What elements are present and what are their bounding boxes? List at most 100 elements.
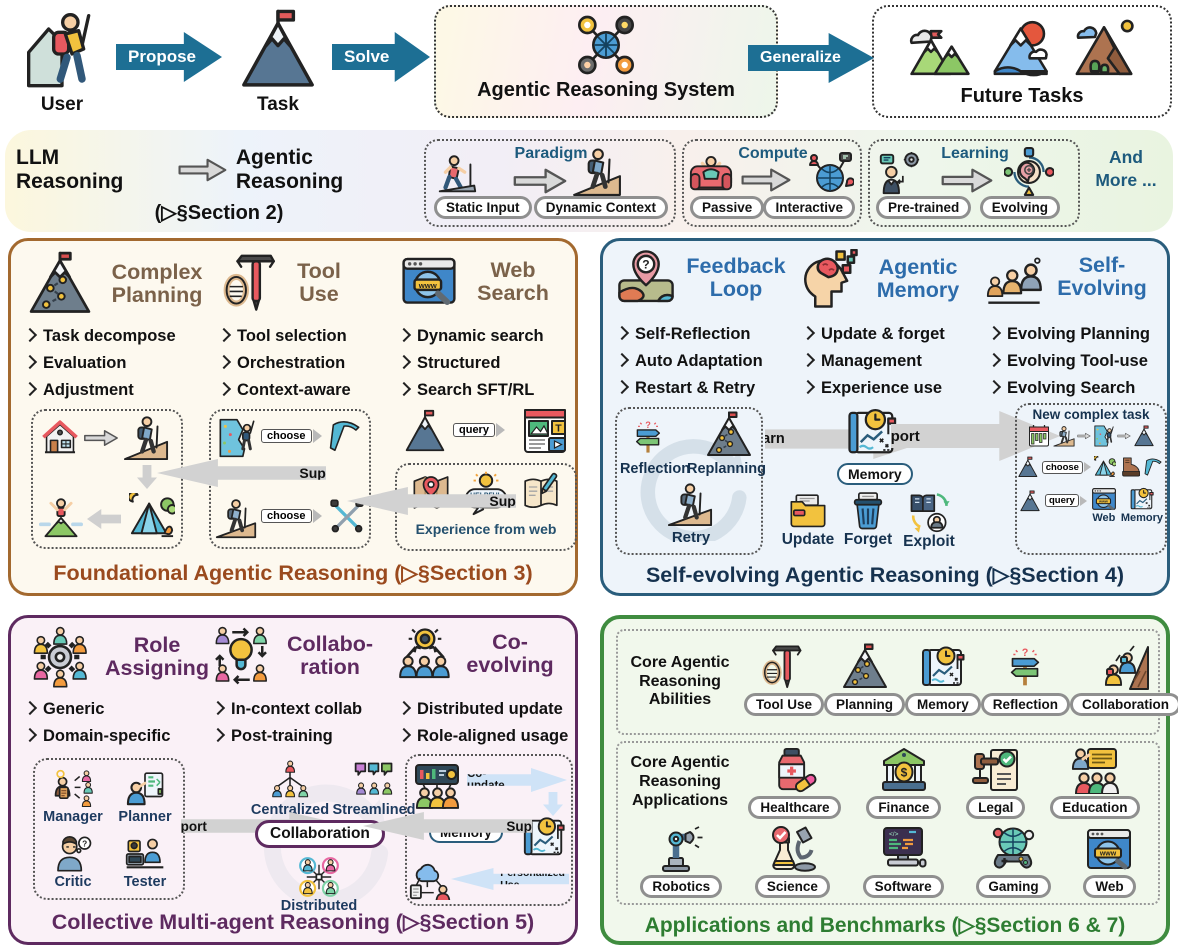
bullet: Experience use [821, 379, 943, 398]
personalized-use-arrow: Personalized Use [451, 868, 569, 890]
ability-reflection: ? Reflection [980, 643, 1071, 716]
web-search-icon-slot: www [397, 253, 461, 311]
paradigm-arrow-icon [512, 167, 568, 195]
personalized-use-label: Personalized Use [500, 867, 565, 891]
web-label: Web [1092, 512, 1116, 524]
feedback-loop-header: ? Feedback Loop [617, 249, 790, 307]
web-results-icon: T [521, 407, 569, 455]
memory-journal-icon [1129, 486, 1155, 512]
learning-box: Learning Pre-trained Evolving [868, 139, 1080, 227]
solve-arrow-label: Solve [344, 47, 390, 66]
self-evolving-panel: ? Feedback Loop Agentic Memory Self-Evol… [600, 238, 1170, 596]
collaboration-bullets: In-context collab Post-training [210, 700, 391, 754]
app-finance: $Finance [866, 746, 942, 819]
ability-collaboration: Collaboration [1070, 643, 1178, 716]
left-arrow-icon [87, 509, 121, 529]
applications-strip: Core Agentic Reasoning Applications Heal… [616, 741, 1160, 905]
planning-mountain-icon [841, 643, 889, 691]
svg-text:T: T [555, 423, 562, 435]
self-evolving-icon [985, 249, 1043, 305]
bullet-chevron-icon [22, 327, 38, 343]
memory-journal-icon [845, 405, 899, 459]
co-update-label: Co-update [467, 768, 505, 792]
mini-arrow-icon [1077, 432, 1091, 440]
web-item: www Web [1091, 486, 1117, 524]
tool-use-bullets: Tool selection Orchestration Context-awa… [216, 327, 394, 408]
role-assigning-header: Role Assigning [29, 626, 216, 688]
and-more-label: And More ... [1095, 147, 1157, 190]
web-icon-slot: www [1085, 825, 1133, 873]
dynamic-context-pill: Dynamic Context [533, 196, 668, 219]
collective-footer: Collective Multi-agent Reasoning (▷§Sect… [51, 910, 535, 934]
forget-trash-icon [848, 491, 888, 531]
bullet-chevron-icon [614, 325, 630, 341]
bullet-chevron-icon [396, 382, 412, 397]
dynamic-context-icon [572, 147, 622, 197]
paradigm-title: Paradigm [514, 145, 588, 162]
app-pill: Finance [866, 796, 942, 819]
foundational-panel: Complex Planning Tool Use www Web Search… [8, 238, 578, 596]
ice-axe-icon [327, 417, 365, 455]
choose-label: choose [261, 509, 312, 523]
query-tag: query [1044, 494, 1087, 507]
update-item: Update [781, 491, 835, 549]
summit-icon [39, 495, 83, 539]
bullet-chevron-icon [210, 700, 226, 716]
new-complex-task-label: New complex task [1032, 407, 1150, 422]
svg-text:?: ? [645, 420, 651, 430]
task-mountain-icon [1017, 456, 1039, 478]
support-label: Support [506, 819, 532, 834]
notebook-icon [521, 471, 561, 513]
app-pill: Healthcare [748, 796, 842, 819]
science-icon [768, 825, 817, 873]
centralized-label: Centralized [250, 802, 330, 818]
interactive-icon [806, 149, 855, 197]
tester-icon-slot [125, 834, 165, 874]
memory-item: Memory [1121, 486, 1163, 524]
bullet-chevron-icon [210, 728, 226, 743]
collaboration-pill: Collaboration [255, 820, 385, 848]
helpful-tips-icon: HELPFULTIPS [463, 471, 509, 517]
bullet-chevron-icon [396, 700, 412, 716]
bullet: Evaluation [43, 354, 127, 373]
ability-pill: Reflection [980, 692, 1071, 716]
learning-arrow-icon [940, 167, 994, 194]
evolving-icon-slot [1003, 147, 1055, 197]
centralized-icon [269, 760, 311, 802]
self-evolving-bullets: Evolving Planning Evolving Tool-use Evol… [986, 325, 1169, 406]
svg-text:?: ? [1022, 647, 1029, 659]
tester-label: Tester [123, 873, 167, 890]
future-tasks-box: Future Tasks [872, 5, 1172, 118]
user-figure: User [12, 6, 112, 116]
manager-item: Manager [43, 769, 103, 825]
compute-box: Compute Passive Interactive [682, 139, 862, 227]
query-tag: query [453, 423, 505, 437]
app-education: Education [1050, 746, 1140, 819]
self-evolving-footer: Self-evolving Agentic Reasoning (▷§Secti… [645, 563, 1125, 587]
mini-arrow-icon [1117, 432, 1131, 440]
bullet: Tool selection [237, 327, 347, 345]
support-label: Support [299, 465, 354, 481]
tester-item: Tester [124, 834, 166, 890]
new-complex-task-box: New complex task choose query w [1015, 403, 1167, 555]
healthcare-icon [772, 746, 818, 794]
tool-use-title: Tool Use [297, 259, 341, 306]
critic-item: ?Critic [53, 834, 93, 890]
tool-use-header: Tool Use [223, 249, 350, 317]
self-evolving-title: Self-Evolving [1057, 253, 1147, 300]
agentic-memory-bullets: Update & forget Management Experience us… [800, 325, 981, 406]
role-assigning-bullets: Generic Domain-specific [22, 700, 205, 754]
support-label: Support [489, 493, 544, 509]
collective-panel: Role Assigning Collabo-ration Co-evolvin… [8, 615, 578, 945]
bullet-chevron-icon [800, 353, 816, 368]
feedback-loop-icon: ? [617, 249, 675, 307]
legal-icon [971, 746, 1020, 794]
cycle-arrows-icon [253, 768, 393, 910]
static-input-pill: Static Input [434, 196, 532, 219]
generalize-arrow-label: Generalize [760, 49, 841, 66]
pretrained-icon-slot [876, 151, 922, 197]
bullet: Evolving Planning [1007, 325, 1151, 343]
app-robotics: Robotics [640, 825, 723, 898]
